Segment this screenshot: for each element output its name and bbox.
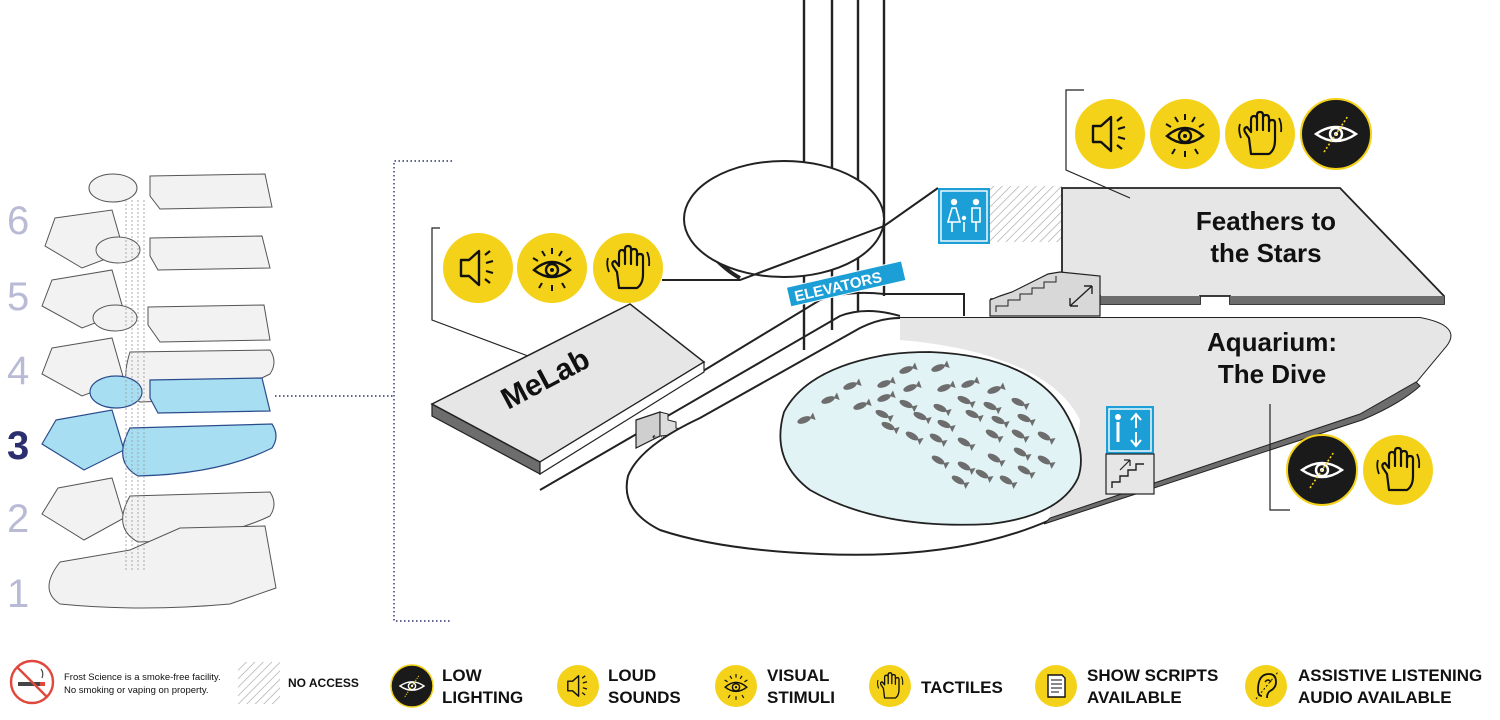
legend-tactiles-line1: TACTILES [921, 678, 1003, 697]
low-lighting-icon[interactable] [1300, 98, 1372, 170]
no-access-swatch [238, 662, 280, 704]
floor-3-outline[interactable] [41, 375, 277, 477]
low-lighting-icon[interactable] [1286, 434, 1358, 506]
floor-number-3-current[interactable]: 3 [7, 424, 29, 468]
floor-6-outline[interactable] [44, 173, 273, 269]
legend-loud-sounds-line2: SOUNDS [608, 688, 681, 707]
legend: Frost Science is a smoke-free facility. … [9, 659, 1482, 708]
no-smoking-icon [9, 659, 55, 705]
legend-loud-sounds-line1: LOUD [608, 666, 656, 685]
loud-sounds-icon[interactable] [443, 233, 513, 303]
zoom-connector [275, 160, 452, 622]
floor-2-outline[interactable] [41, 477, 275, 543]
legend-low-lighting-line2: LIGHTING [442, 688, 523, 707]
tactiles-icon[interactable] [593, 233, 663, 303]
callout-lines [431, 89, 1290, 511]
melab-sensory-icons [443, 233, 663, 303]
floor-1-outline[interactable] [48, 525, 277, 609]
tactiles-icon[interactable] [1363, 435, 1433, 505]
aquarium-elevator-icon[interactable] [1106, 406, 1154, 454]
legend-show-scripts-line2: AVAILABLE [1087, 688, 1182, 707]
no-access-label: NO ACCESS [288, 676, 359, 690]
aquarium-label-line1: Aquarium: [1207, 327, 1337, 357]
elevator-shaft-lines [802, 0, 886, 350]
feathers-to-the-stars-zone[interactable]: Feathers to the Stars [938, 186, 1445, 306]
legend-visual-stimuli-icon [715, 665, 757, 707]
aquarium-label-line2: The Dive [1218, 359, 1326, 389]
loud-sounds-icon[interactable] [1075, 99, 1145, 169]
no-access-area [990, 186, 1062, 242]
aquarium-stairs-icon[interactable] [1105, 453, 1155, 495]
floor-number-list: 6 5 4 3 2 1 [7, 199, 29, 616]
melab-zone[interactable]: MeLab [430, 303, 706, 476]
legend-low-lighting-line1: LOW [442, 666, 483, 685]
tactiles-icon[interactable] [1225, 99, 1295, 169]
smoke-free-line1: Frost Science is a smoke-free facility. [64, 672, 221, 683]
feathers-label-line2: the Stars [1210, 238, 1321, 268]
legend-loud-sounds-icon [557, 665, 599, 707]
visual-stimuli-icon[interactable] [1150, 99, 1220, 169]
feathers-label-line1: Feathers to [1196, 206, 1336, 236]
svg-text:⇠⇢: ⇠⇢ [652, 432, 669, 443]
floor-number-4[interactable]: 4 [7, 349, 29, 393]
upper-oval-outline [683, 160, 885, 280]
stairs-to-upper-level [989, 271, 1101, 317]
legend-assistive-listening-line2: AUDIO AVAILABLE [1298, 688, 1452, 707]
family-restroom-icon[interactable] [938, 188, 990, 244]
legend-show-scripts-icon [1035, 665, 1077, 707]
floor-number-2[interactable]: 2 [7, 497, 29, 541]
legend-assistive-listening-icon [1245, 665, 1287, 707]
legend-visual-stimuli-line2: STIMULI [767, 688, 835, 707]
floor-number-5[interactable]: 5 [7, 275, 29, 319]
legend-assistive-listening-line1: ASSISTIVE LISTENING [1298, 666, 1482, 685]
floor-stack-overview [41, 173, 277, 609]
aquarium-tank [779, 351, 1082, 526]
aquarium-sensory-icons [1286, 434, 1433, 506]
legend-low-lighting-icon [390, 664, 434, 708]
legend-visual-stimuli-line1: VISUAL [767, 666, 829, 685]
floor-number-6[interactable]: 6 [7, 199, 29, 243]
floor-number-1[interactable]: 1 [7, 572, 29, 616]
legend-tactiles-icon [869, 665, 911, 707]
visual-stimuli-icon[interactable] [517, 233, 587, 303]
smoke-free-line2: No smoking or vaping on property. [64, 685, 209, 696]
feathers-sensory-icons [1075, 98, 1372, 170]
legend-show-scripts-line1: SHOW SCRIPTS [1087, 666, 1218, 685]
